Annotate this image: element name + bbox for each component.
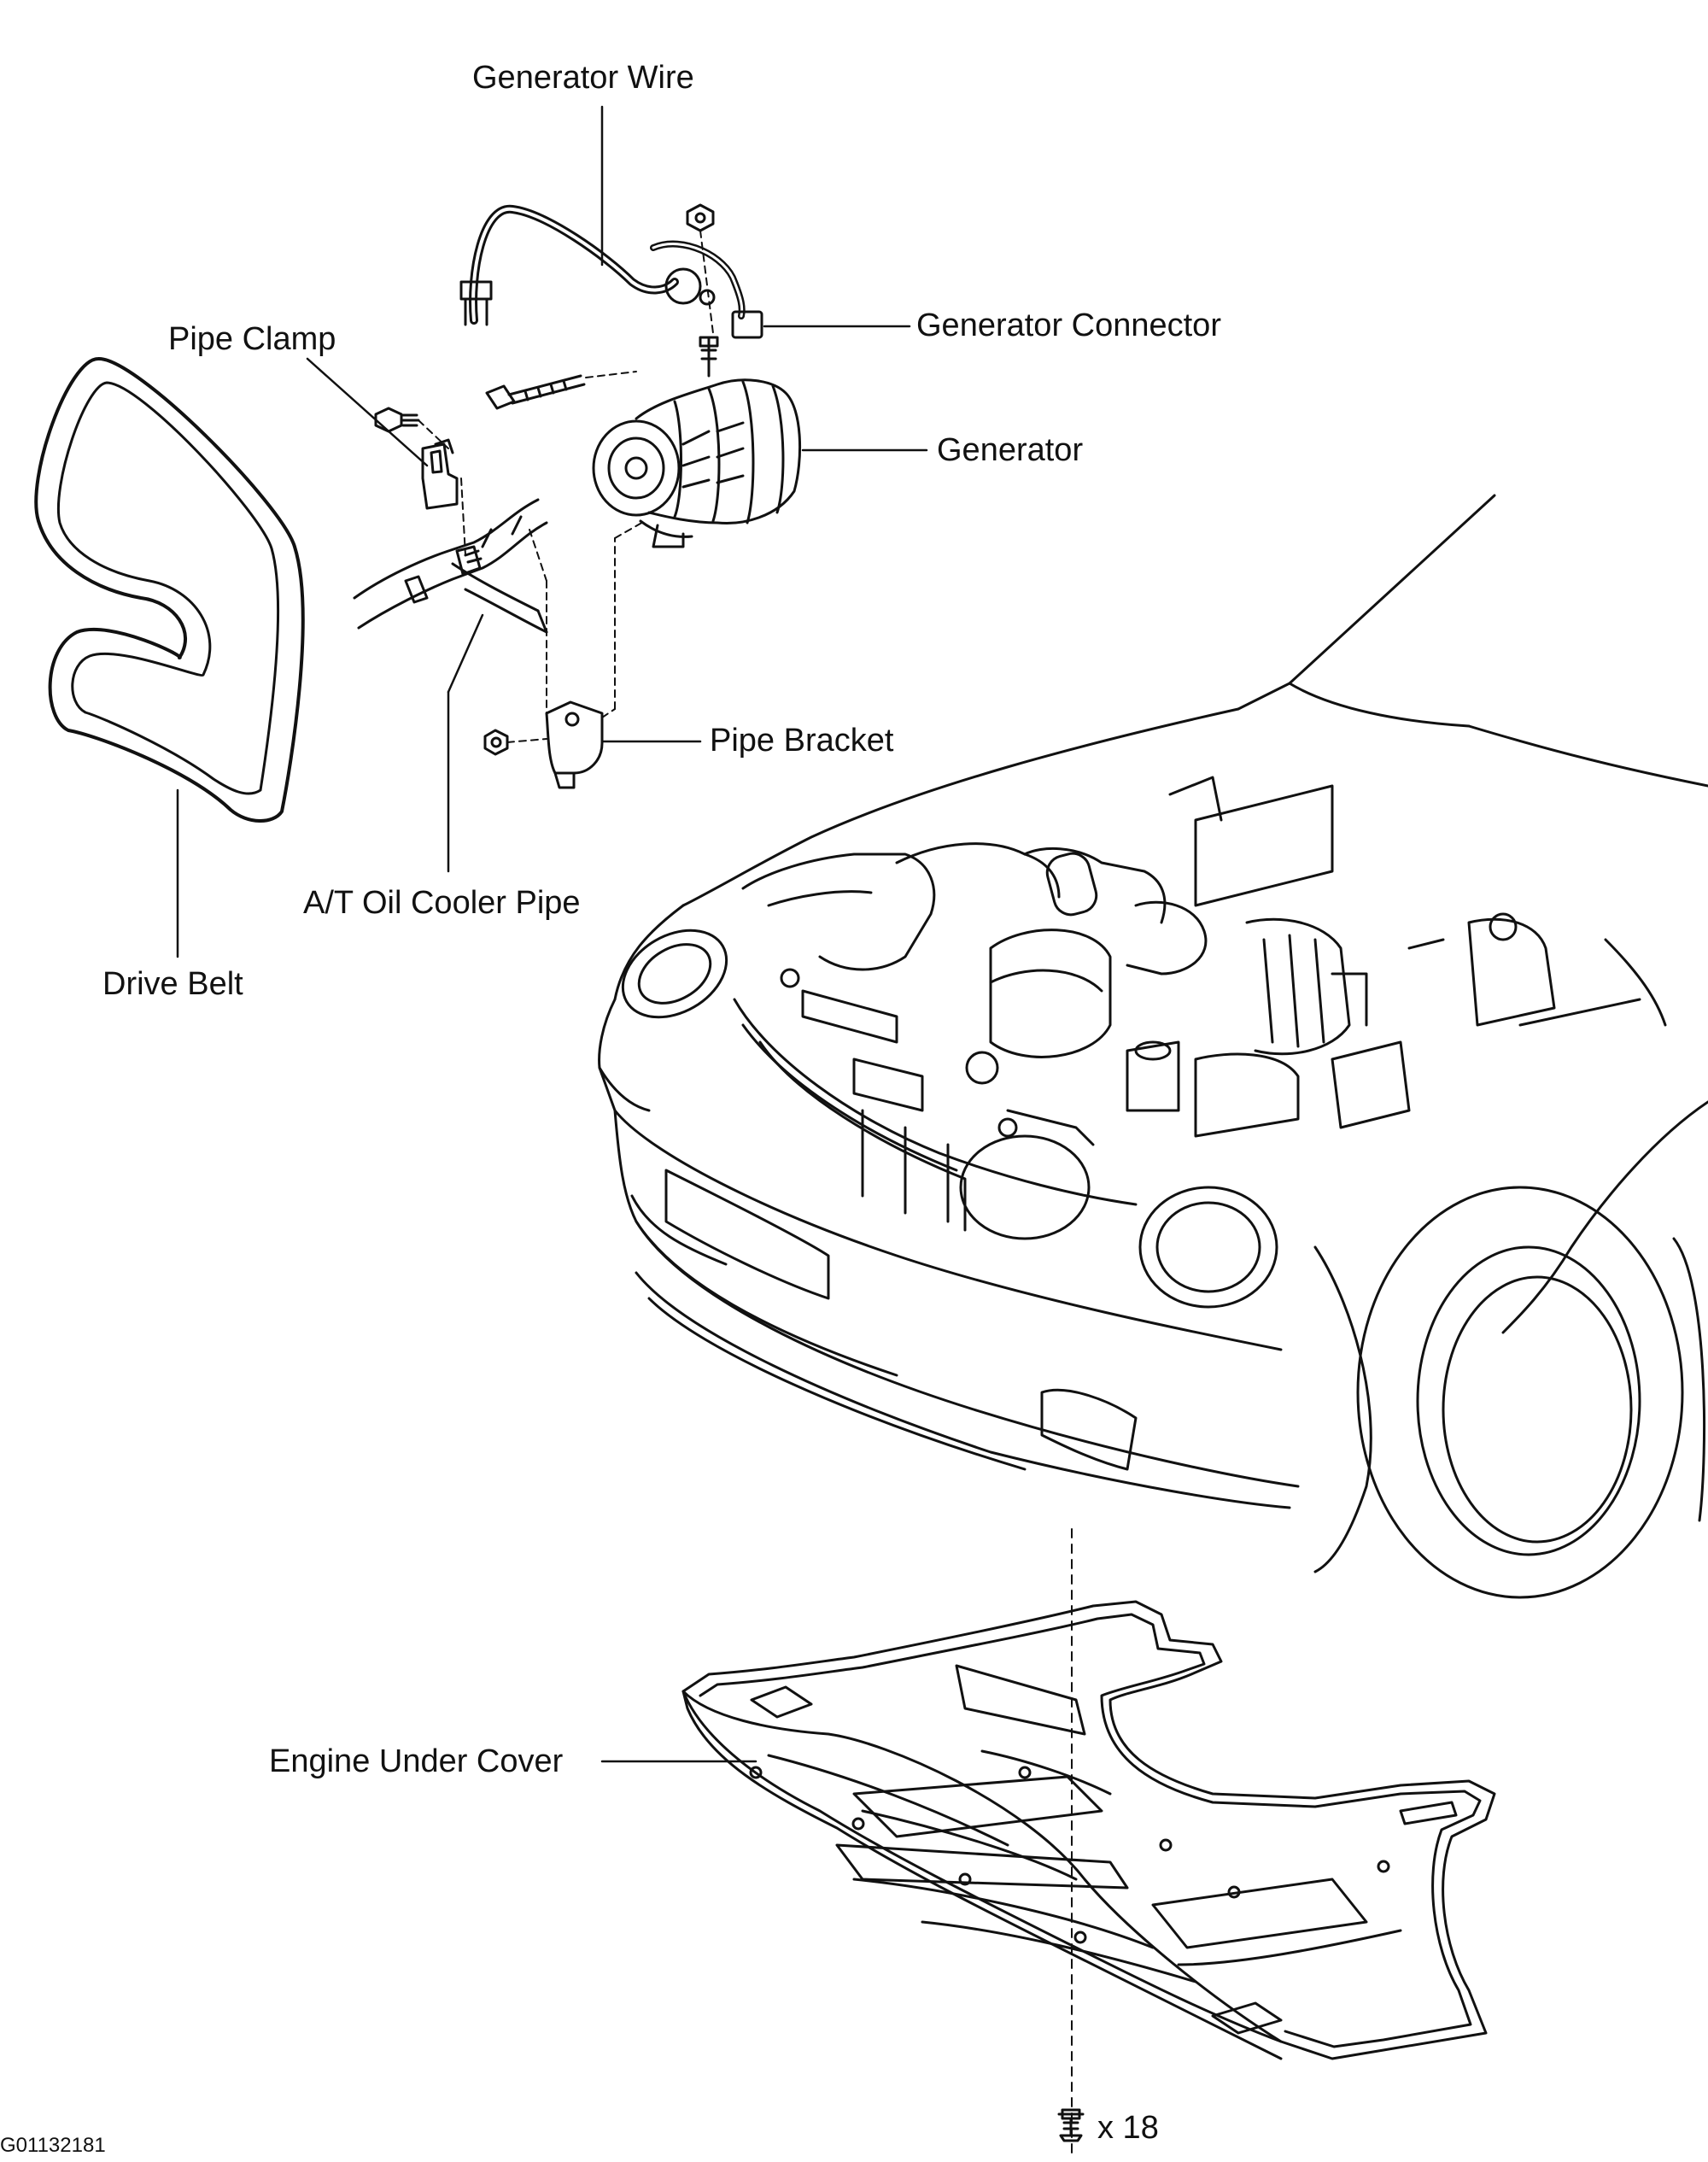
- generator-wire: [459, 204, 763, 339]
- label-at-oil-cooler-pipe: A/T Oil Cooler Pipe: [303, 885, 581, 921]
- pipe-bracket: [483, 700, 604, 789]
- figure-id: G01132181: [0, 2134, 106, 2157]
- leader-pipe-clamp: [306, 357, 429, 467]
- label-pipe-bracket: Pipe Bracket: [710, 723, 894, 759]
- label-generator-wire: Generator Wire: [472, 60, 694, 96]
- engine-under-cover: [681, 1600, 1496, 2060]
- label-drive-belt: Drive Belt: [102, 966, 243, 1002]
- label-pipe-clamp: Pipe Clamp: [168, 321, 336, 357]
- label-engine-under-cover: Engine Under Cover: [269, 1743, 564, 1779]
- generator: [592, 336, 802, 548]
- drive-belt: [34, 356, 305, 823]
- terminal-nut: [686, 203, 715, 232]
- label-generator: Generator: [937, 432, 1084, 468]
- leader-at-oil-cooler-pipe: [447, 613, 484, 694]
- label-bolt-count: x 18: [1097, 2110, 1159, 2146]
- bolt-icon: [1057, 2108, 1085, 2142]
- generator-bolt: [485, 374, 586, 410]
- label-generator-connector: Generator Connector: [916, 308, 1221, 343]
- pipe-clamp: [374, 407, 459, 510]
- at-oil-cooler-pipe: [353, 498, 548, 634]
- vehicle-front: [598, 494, 1708, 1599]
